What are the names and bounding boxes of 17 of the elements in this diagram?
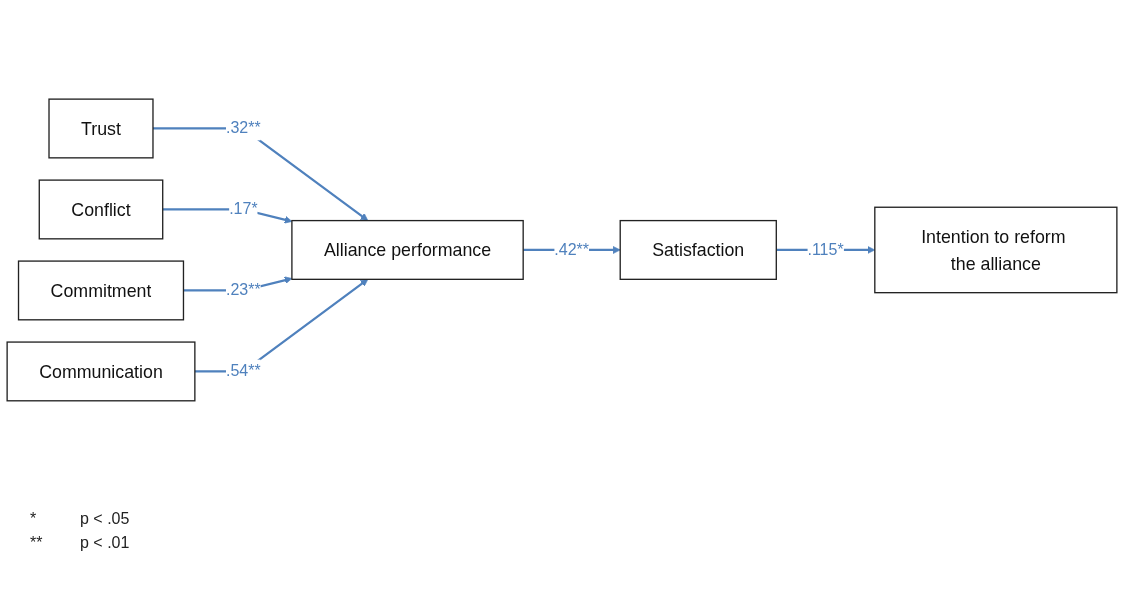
node-box: Commitment [17,260,185,321]
edge-label: .32** [226,119,261,137]
note-text: p < .01 [80,534,130,552]
note-text: * [30,510,38,528]
edge-label: .115* [807,240,844,259]
node-box: Communication [6,341,196,402]
edge-label: .54** [226,362,261,380]
edge-label: .42** [554,240,590,259]
node-box: Alliance performance [291,219,524,281]
node-box: Conflict [38,179,164,240]
edge-label: .17* [229,200,258,218]
node-box: Trust [48,98,154,159]
node-box: Intention to reform the alliance [874,206,1118,294]
note-text: p < .05 [80,510,130,528]
edge-label: .23** [226,281,261,299]
note-text: ** [30,534,44,552]
node-box: Satisfaction [619,219,777,281]
